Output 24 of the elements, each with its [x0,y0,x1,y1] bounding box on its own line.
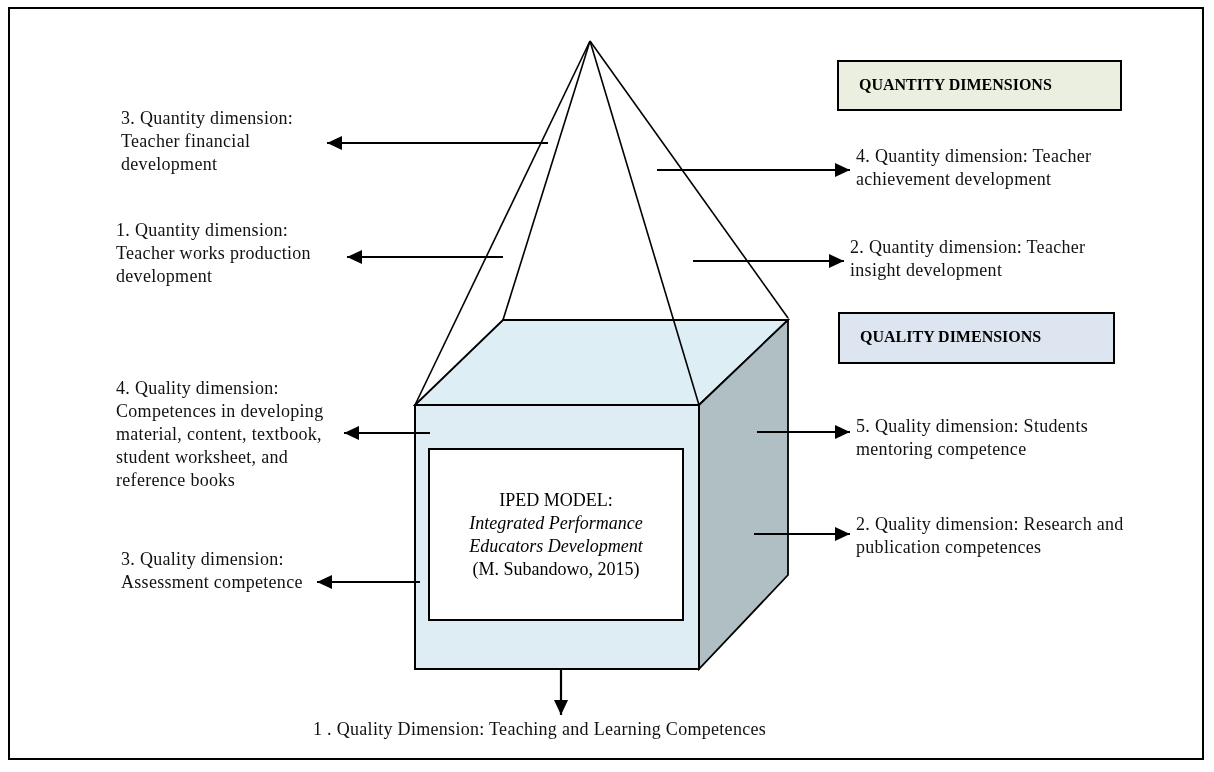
dimension-label: 4. Quantity dimension: Teacher achievement development [856,145,1146,191]
section-heading: QUALITY DIMENSIONS [838,312,1115,364]
dimension-label: 2. Quantity dimension: Teacher insight development [850,236,1140,282]
dimension-label: 1 . Quality Dimension: Teaching and Learning Competences [313,718,767,741]
arrow [754,527,850,541]
arrow [317,575,420,589]
dimension-label: 3. Quality dimension: Assessment competence [121,548,311,594]
dimension-label: 4. Quality dimension: Competences in developing material, content, textbook, student worksheet, and reference books [116,377,338,492]
arrow [554,668,568,715]
dimension-label: 5. Quality dimension: Students mentoring competence [856,415,1146,461]
model-box [428,448,684,621]
arrow [344,426,430,440]
arrow [347,250,503,264]
arrow [693,254,844,268]
dimension-label: 1. Quantity dimension: Teacher works production development [116,219,341,288]
section-heading: QUANTITY DIMENSIONS [837,60,1122,111]
dimension-label: 2. Quality dimension: Research and publication competences [856,513,1146,559]
dimension-label: 3. Quantity dimension: Teacher financial development [121,107,321,176]
arrow [757,425,850,439]
arrow [327,136,548,150]
model-title: IPED MODEL: [499,488,613,512]
arrow [657,163,850,177]
citation: (M. Subandowo, 2015) [472,557,640,581]
model-name: Integrated Performance Educators Development [468,511,644,558]
